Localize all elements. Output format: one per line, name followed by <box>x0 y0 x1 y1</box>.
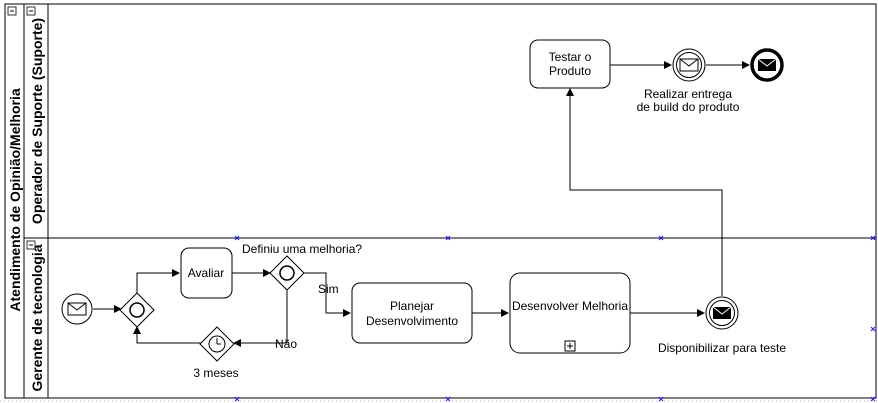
task-planejar-line1: Planejar <box>390 299 434 313</box>
inclusive-gateway-merge[interactable] <box>119 292 155 328</box>
subprocess-label: Desenvolver Melhoria <box>512 299 628 313</box>
task-testar-line2: Produto <box>549 64 591 78</box>
sequence-flows <box>93 61 750 347</box>
message-intermediate-event-icon[interactable] <box>705 296 739 330</box>
flow-decision-to-planejar <box>304 272 351 317</box>
lane-label-suporte: Operador de Suporte (Suporte) <box>29 18 45 224</box>
task-testar-produto[interactable]: Testar o Produto <box>529 39 611 89</box>
message-intermediate-catch-event-icon[interactable] <box>672 48 706 82</box>
task-avaliar[interactable]: Avaliar <box>180 247 233 299</box>
gateway-question-label: Definiu uma melhoria? <box>242 242 362 256</box>
entrega-label-line1: Realizar entrega <box>644 87 732 101</box>
selection-markers <box>234 235 876 402</box>
flow-decision-to-timer <box>233 290 288 347</box>
entrega-label-line2: de build do produto <box>637 100 740 114</box>
flow-disponibilizar-to-testar <box>566 88 723 296</box>
message-start-event-icon[interactable] <box>61 293 93 325</box>
flow-gateway-to-avaliar <box>136 269 180 293</box>
flow-timer-to-gateway <box>133 326 201 344</box>
flow-label-sim: Sim <box>318 282 339 296</box>
timer-event-icon[interactable] <box>199 326 235 362</box>
task-testar-line1: Testar o <box>549 50 592 64</box>
lane-label-gerente: Gerente de tecnologia <box>29 244 45 391</box>
flow-label-nao: Não <box>275 337 297 351</box>
timer-label: 3 meses <box>193 366 238 380</box>
pool-collapse-icon[interactable] <box>7 6 17 16</box>
task-avaliar-label: Avaliar <box>188 266 224 280</box>
task-planejar-line2: Desenvolvimento <box>366 314 458 328</box>
plus-icon <box>564 340 576 352</box>
subprocess-desenvolver-melhoria[interactable]: Desenvolver Melhoria <box>509 272 631 354</box>
pool-label: Atendimento de Opinião/Melhoria <box>7 88 23 311</box>
task-planejar-desenvolvimento[interactable]: Planejar Desenvolvimento <box>351 282 473 344</box>
disponibilizar-label: Disponibilizar para teste <box>658 341 786 355</box>
lane-gerente-collapse-icon[interactable] <box>26 240 36 250</box>
lane-suporte-collapse-icon[interactable] <box>26 6 36 16</box>
lane-operador-suporte[interactable]: Operador de Suporte (Suporte) <box>23 3 877 239</box>
inclusive-gateway-decision[interactable] <box>269 255 305 291</box>
message-end-event-icon[interactable] <box>750 48 784 82</box>
